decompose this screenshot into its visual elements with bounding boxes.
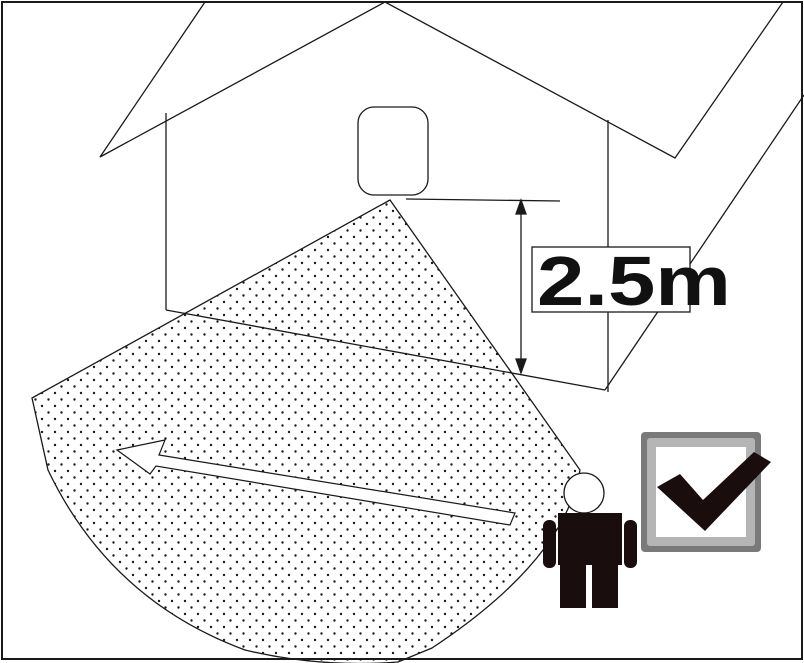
height-label-box	[531, 246, 691, 313]
person-right-leg	[592, 564, 618, 608]
sensor-icon	[357, 106, 429, 196]
person-head	[563, 472, 605, 514]
dimension-arrow-down	[515, 358, 527, 375]
person-left-leg	[560, 564, 586, 608]
height-dimension	[405, 198, 561, 375]
detection-zone	[31, 199, 581, 663]
person-icon	[543, 472, 637, 608]
person-torso	[558, 513, 622, 565]
dimension-top-tick	[405, 198, 561, 202]
house-roof	[99, 1, 784, 159]
height-label: 2.5m	[537, 242, 731, 320]
person-right-arm	[624, 520, 637, 568]
dimension-arrow-up	[515, 198, 527, 215]
checkbox	[641, 432, 771, 552]
checkmark-icon	[657, 452, 771, 531]
house-roof-right-edge	[604, 94, 804, 391]
person-left-arm	[543, 520, 556, 568]
arrow-icon	[115, 439, 516, 526]
